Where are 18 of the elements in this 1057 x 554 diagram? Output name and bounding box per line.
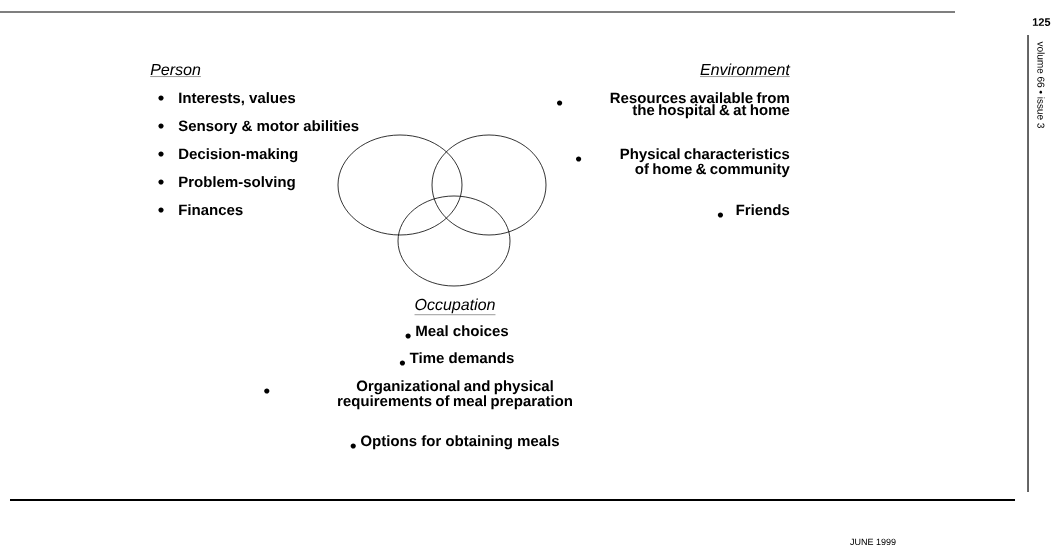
heading: Occupation bbox=[414, 298, 496, 315]
list-item: Sensory & motor abilities bbox=[158, 120, 359, 135]
heading: Environment bbox=[699, 63, 791, 77]
list-item: Friends bbox=[717, 204, 790, 218]
list-item: Resources available from the hospital & at home bbox=[557, 92, 790, 119]
list-item: Physical characteristics of home & community bbox=[576, 148, 790, 178]
list-item: Options for obtaining meals bbox=[350, 435, 559, 450]
list-item: Interests, values bbox=[158, 92, 296, 106]
page-number: 125 bbox=[1032, 18, 1051, 26]
issue-label: volume 66 • issue 3 bbox=[1037, 41, 1045, 128]
list-item: Finances bbox=[158, 204, 243, 216]
list-item: Problem-solving bbox=[158, 176, 295, 191]
list-item: Organizational and physical requirements of meal preparation bbox=[264, 380, 572, 410]
list-item: Decision-making bbox=[158, 148, 298, 163]
heading: Person bbox=[150, 64, 202, 77]
list-item: Time demands bbox=[399, 352, 514, 366]
list-item: Meal choices bbox=[405, 325, 509, 339]
date-label: JUNE 1999 bbox=[850, 538, 896, 546]
